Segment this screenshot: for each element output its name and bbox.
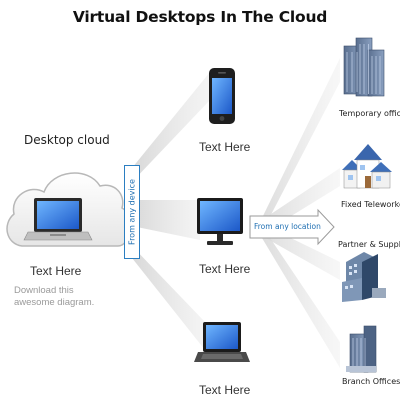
device-connector-label: From any device — [127, 179, 137, 245]
office-building-icon — [342, 252, 386, 302]
device-label-laptop: Text Here — [199, 383, 251, 397]
desktop-monitor-icon — [197, 198, 243, 245]
cloud-heading: Desktop cloud — [24, 133, 110, 147]
cloud-laptop-icon — [23, 198, 93, 241]
cloud-label: Text Here — [30, 264, 82, 278]
destination-label-partner-suppliers: Partner & Suppliers — [338, 240, 400, 249]
device-connector-box: From any device — [124, 165, 140, 259]
cloud-sublabel-line1: Download this — [14, 285, 74, 296]
houses-icon — [342, 144, 392, 189]
smartphone-icon — [209, 68, 235, 124]
device-beams — [132, 72, 210, 350]
destination-label-temporary-offices: Temporary offices — [339, 109, 400, 118]
destination-label-fixed-teleworkers: Fixed Teleworkers — [341, 200, 400, 209]
device-label-smartphone: Text Here — [199, 140, 251, 154]
device-label-desktop: Text Here — [199, 262, 251, 276]
destination-beams — [262, 58, 340, 368]
location-connector-label: From any location — [254, 222, 321, 231]
diagram-title: Virtual Desktops In The Cloud — [72, 8, 328, 26]
cloud-sublabel: Download this awesome diagram. — [14, 285, 94, 309]
laptop-icon — [194, 322, 250, 362]
location-arrow[interactable] — [249, 208, 335, 246]
office-towers-icon — [343, 37, 385, 97]
branch-office-icon — [346, 325, 377, 373]
destination-label-branch-offices: Branch Offices — [342, 377, 400, 386]
cloud-sublabel-line2: awesome diagram. — [14, 297, 95, 308]
